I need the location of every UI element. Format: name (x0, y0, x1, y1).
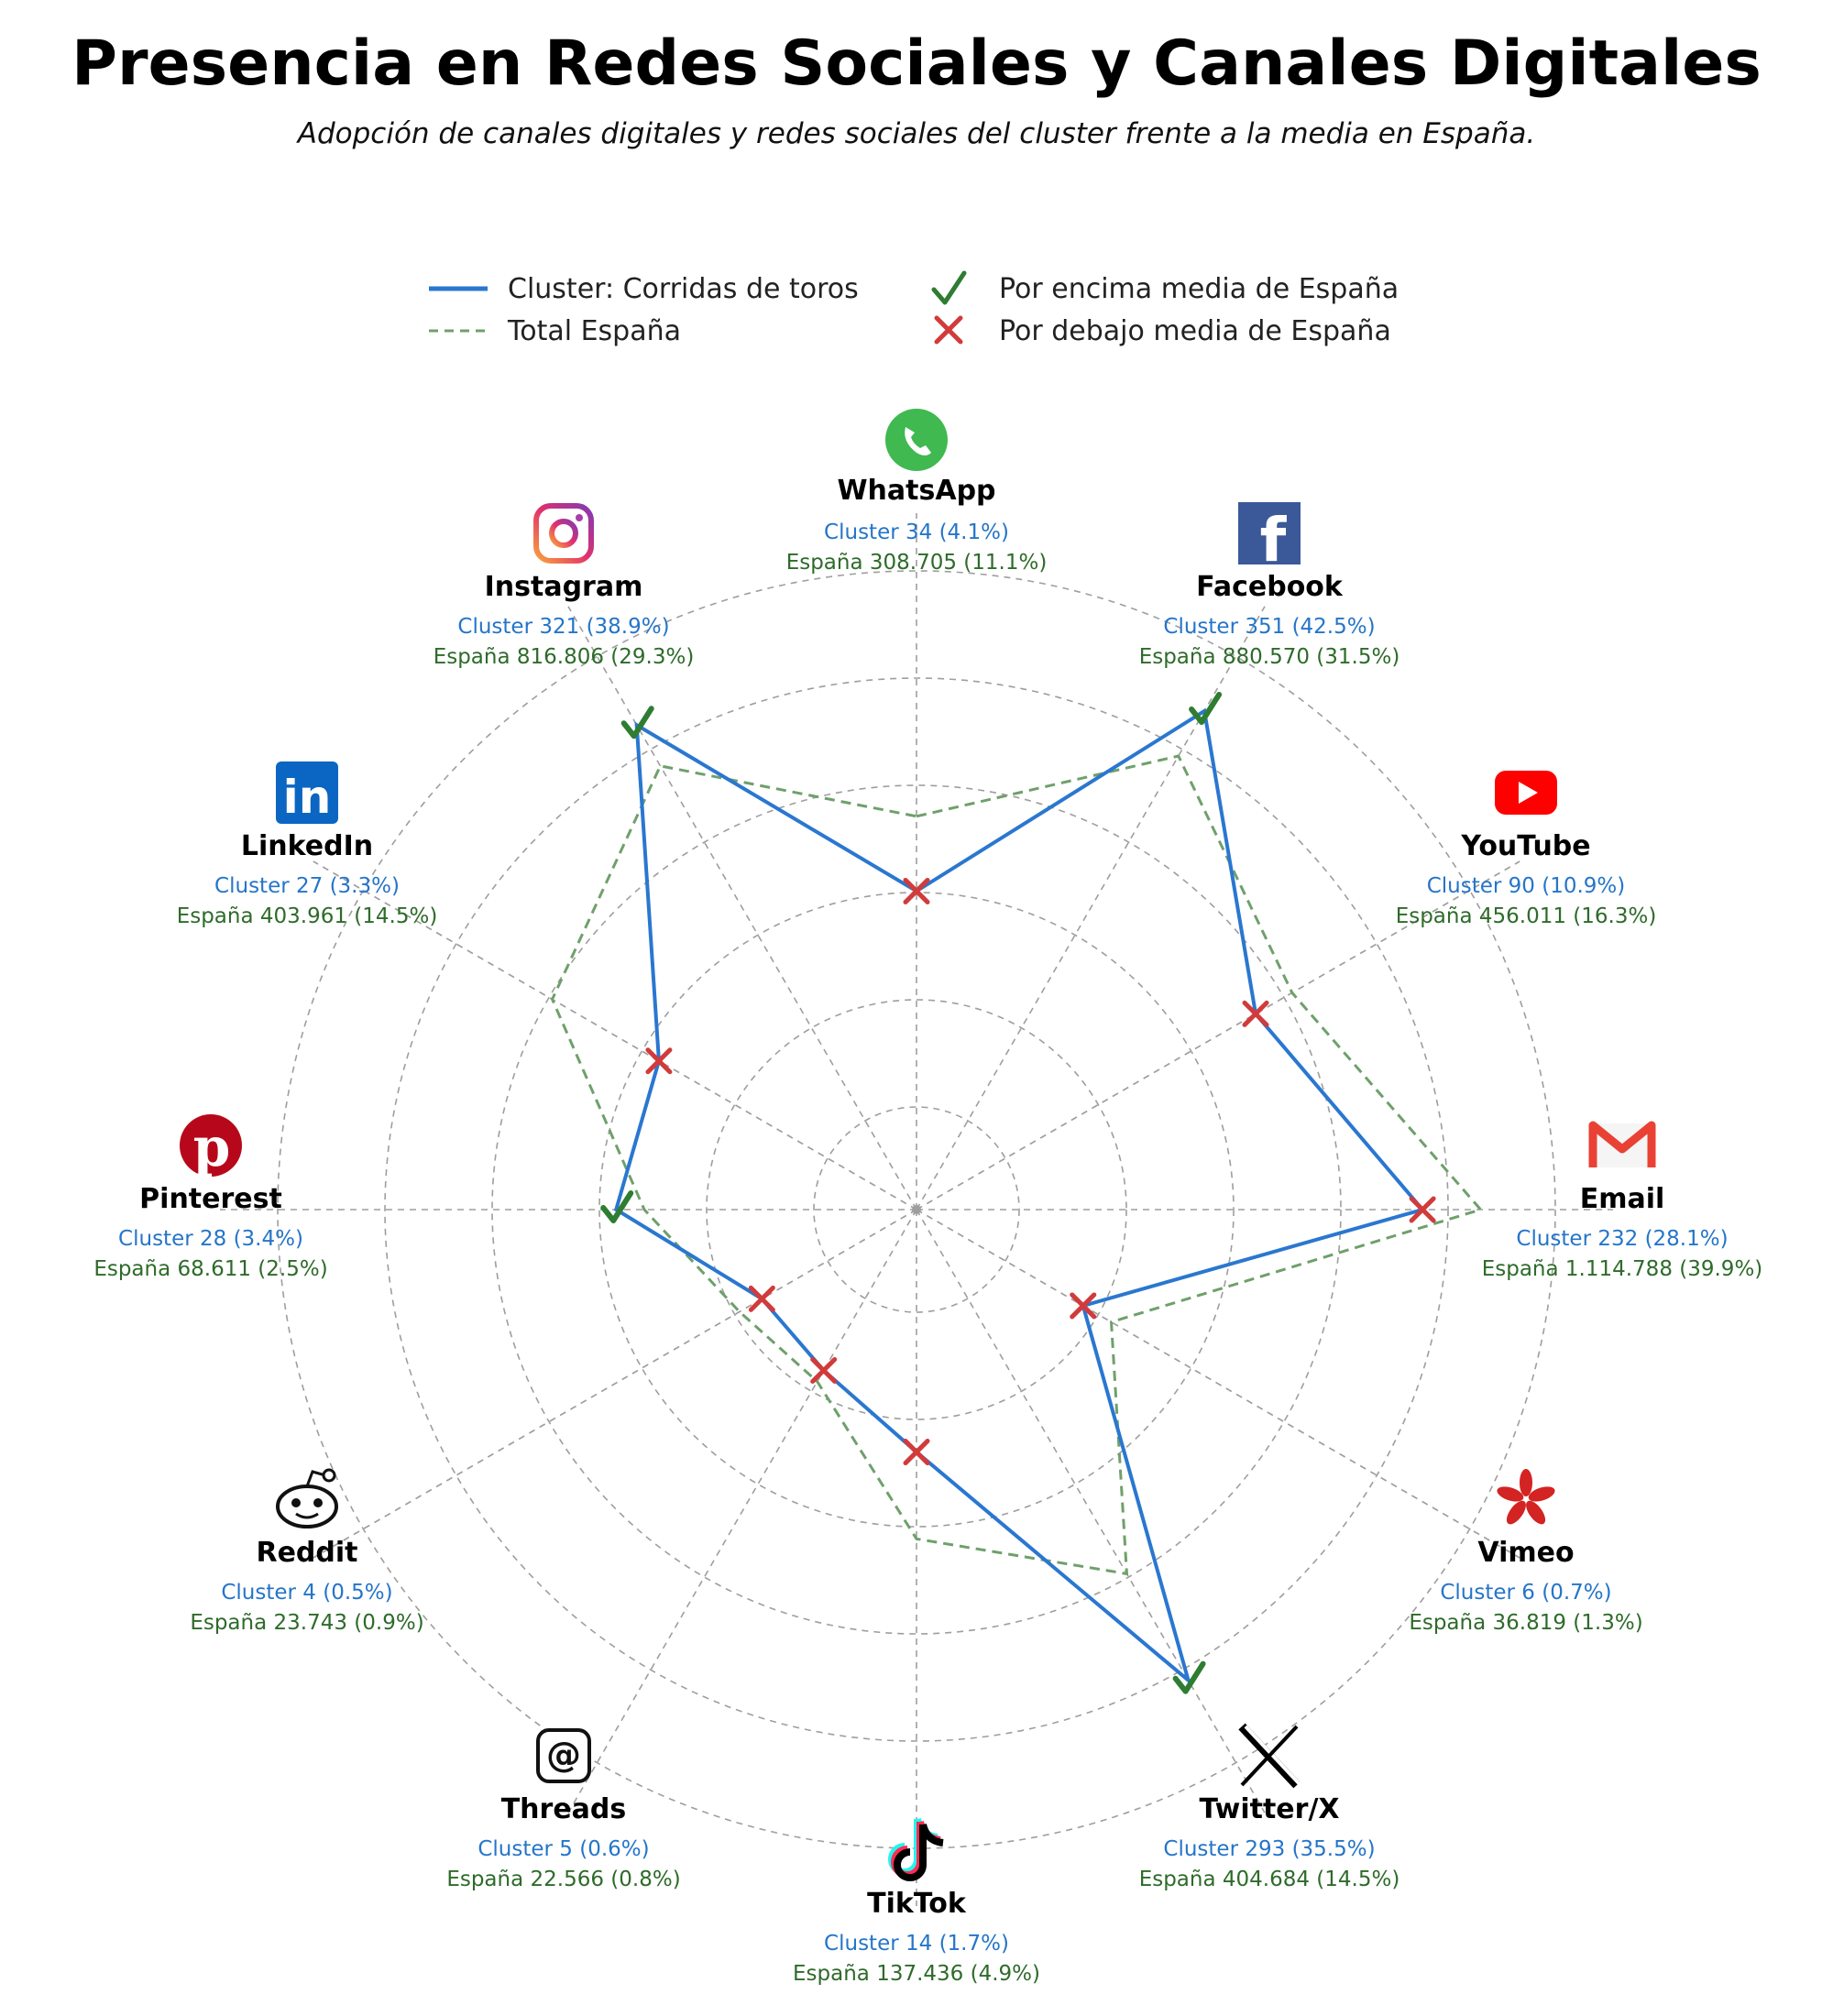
above-check-icon (620, 706, 654, 740)
radar-grid (220, 513, 1613, 1906)
youtube-icon (1495, 771, 1557, 815)
category-name: Vimeo (1477, 1537, 1574, 1569)
vimeo-icon (1497, 1469, 1555, 1525)
below-cross-icon (748, 1285, 775, 1312)
category-spain-value: España 403.961 (14.5%) (177, 904, 438, 928)
tiktok-icon (888, 1817, 944, 1881)
whatsapp-icon (885, 409, 948, 471)
category-spain-value: España 36.819 (1.3%) (1409, 1611, 1642, 1635)
above-check-icon (1189, 691, 1223, 725)
category-spain-value: España 22.566 (0.8%) (446, 1868, 680, 1891)
category-cluster-value: Cluster 321 (38.9%) (457, 615, 669, 639)
grid-spoke (567, 606, 917, 1211)
below-cross-icon (903, 1439, 930, 1466)
category-spain-value: España 404.684 (14.5%) (1139, 1868, 1400, 1891)
category-name: Facebook (1196, 571, 1344, 603)
legend: Cluster: Corridas de toros Total España … (429, 270, 1399, 347)
grid-ring (706, 999, 1127, 1420)
grid-spoke (567, 1209, 917, 1813)
svg-text:p: p (193, 1116, 231, 1178)
category-spain-value: España 880.570 (31.5%) (1139, 645, 1400, 669)
category-name: YouTube (1460, 830, 1590, 862)
chart-title: Presencia en Redes Sociales y Canales Di… (71, 27, 1762, 100)
category-cluster-value: Cluster 232 (28.1%) (1516, 1227, 1728, 1251)
below-cross-icon (1242, 1000, 1269, 1027)
category-cluster-value: Cluster 4 (0.5%) (221, 1581, 392, 1605)
svg-text:@: @ (546, 1735, 581, 1775)
linkedin-icon: in (276, 761, 338, 824)
instagram-icon (533, 503, 594, 564)
facebook-icon: f (1238, 502, 1301, 575)
chart-subtitle: Adopción de canales digitales y redes so… (297, 117, 1536, 150)
pinterest-icon: p (180, 1114, 242, 1178)
category-spain-value: España 456.011 (16.3%) (1396, 904, 1657, 928)
grid-ring (813, 1106, 1020, 1313)
below-cross-icon (645, 1047, 673, 1075)
category-cluster-value: Cluster 28 (3.4%) (118, 1227, 303, 1251)
category-name: LinkedIn (241, 830, 373, 862)
category-cluster-value: Cluster 14 (1.7%) (824, 1932, 1009, 1956)
grid-spoke (313, 1209, 917, 1559)
below-cross-icon (903, 877, 930, 904)
radar-series (550, 707, 1484, 1686)
category-cluster-value: Cluster 27 (3.3%) (214, 874, 400, 898)
category-cluster-value: Cluster 90 (10.9%) (1427, 874, 1626, 898)
category-name: WhatsApp (837, 475, 995, 507)
series-cluster-line (613, 707, 1426, 1686)
above-check-icon (1172, 1660, 1206, 1694)
legend-below-label: Por debajo media de España (999, 315, 1391, 347)
grid-spoke (313, 860, 917, 1211)
category-name: Instagram (485, 571, 643, 603)
legend-cross-icon (934, 315, 963, 345)
category-cluster-value: Cluster 5 (0.6%) (477, 1837, 649, 1861)
grid-ring (384, 677, 1449, 1742)
grid-center (912, 1205, 921, 1214)
grid-spoke (916, 860, 1520, 1211)
gmail-icon (1588, 1121, 1656, 1167)
x-icon (1238, 1723, 1302, 1789)
legend-above-label: Por encima media de España (999, 273, 1399, 305)
category-name: Reddit (256, 1537, 357, 1569)
category-name: Email (1580, 1183, 1665, 1215)
svg-text:f: f (1260, 505, 1288, 575)
grid-ring (491, 784, 1342, 1635)
category-spain-value: España 137.436 (4.9%) (793, 1962, 1040, 1986)
category-name: Twitter/X (1199, 1793, 1339, 1825)
legend-check-icon (931, 270, 967, 305)
category-spain-value: España 23.743 (0.9%) (190, 1611, 423, 1635)
above-check-icon (600, 1190, 634, 1223)
category-name: TikTok (867, 1888, 967, 1920)
below-cross-icon (810, 1356, 838, 1384)
category-name: Threads (501, 1793, 627, 1825)
threads-icon: @ (536, 1728, 591, 1783)
category-cluster-value: Cluster 6 (0.7%) (1440, 1581, 1611, 1605)
category-spain-value: España 308.705 (11.1%) (786, 551, 1048, 575)
category-name: Pinterest (139, 1183, 282, 1215)
legend-cluster-label: Cluster: Corridas de toros (508, 273, 859, 305)
reddit-icon (276, 1468, 338, 1528)
radar-markers (600, 691, 1436, 1694)
category-cluster-value: Cluster 34 (4.1%) (824, 520, 1009, 544)
legend-spain-label: Total España (507, 315, 681, 347)
svg-text:in: in (283, 771, 332, 824)
grid-spoke (916, 1209, 1266, 1813)
category-spain-value: España 68.611 (2.5%) (93, 1257, 327, 1281)
grid-spoke (916, 1209, 1520, 1559)
category-cluster-value: Cluster 293 (35.5%) (1163, 1837, 1375, 1861)
grid-spoke (916, 606, 1266, 1211)
category-spain-value: España 1.114.788 (39.9%) (1482, 1257, 1763, 1281)
below-cross-icon (1070, 1292, 1097, 1320)
category-spain-value: España 816.806 (29.3%) (434, 645, 695, 669)
below-cross-icon (1409, 1196, 1436, 1223)
category-cluster-value: Cluster 351 (42.5%) (1163, 615, 1375, 639)
series-spain-line (550, 754, 1484, 1576)
